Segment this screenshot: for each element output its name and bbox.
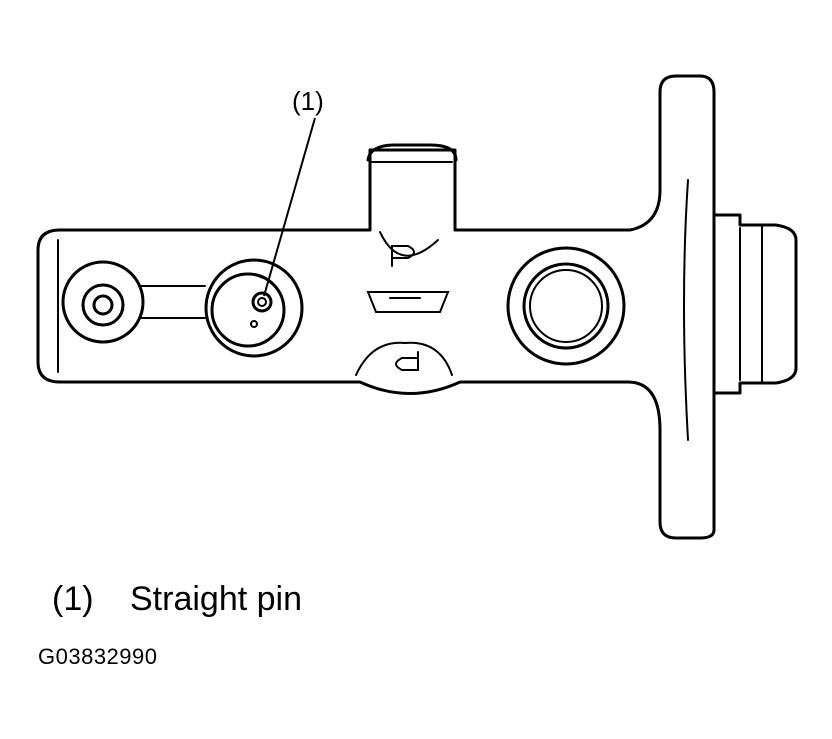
callout-leader-line (263, 117, 316, 297)
legend-item: (1) Straight pin (52, 580, 302, 619)
primary-port (204, 258, 304, 358)
spigot (712, 213, 798, 395)
level-mark (366, 291, 450, 313)
p-mark-upper (391, 245, 415, 267)
master-cylinder-illustration (36, 74, 798, 540)
reservoir-boss (366, 143, 458, 162)
figure-id: G03832990 (38, 644, 158, 669)
legend-label: Straight pin (130, 580, 302, 618)
straight-pin (251, 291, 273, 313)
callout-number: (1) (292, 86, 324, 116)
p-mark-lower (395, 351, 419, 371)
secondary-port (506, 246, 626, 366)
legend-number: (1) (52, 580, 94, 618)
cylinder-body-outline (36, 74, 716, 540)
